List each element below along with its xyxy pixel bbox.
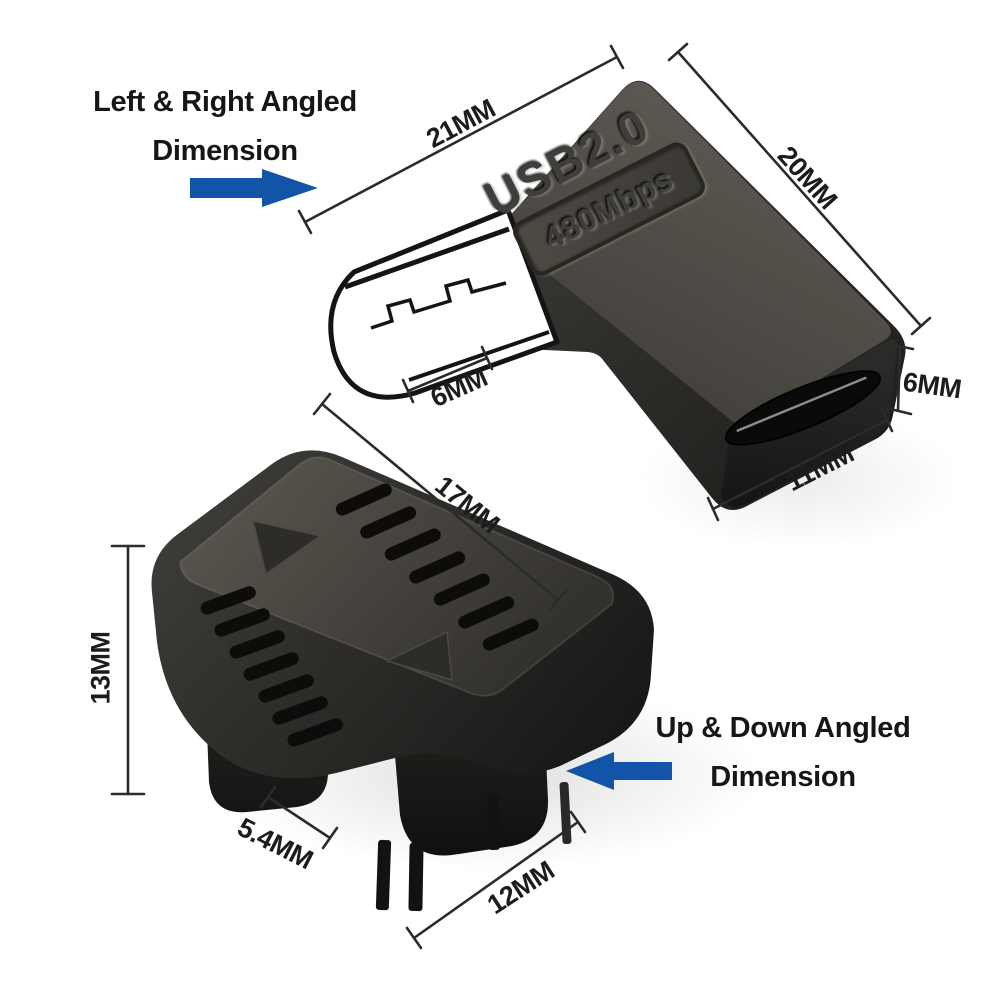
- dim-line-plug-edge-12mm: [405, 810, 587, 950]
- left-right-callout-line1: Left & Right Angled: [93, 86, 357, 118]
- up-down-callout-line2: Dimension: [710, 761, 856, 793]
- dim-line-body-height-13mm: [110, 544, 146, 796]
- micro-usb-plug: [328, 207, 560, 400]
- micro-usb-step-profile: [370, 277, 507, 330]
- dim-label-body-height-13mm: 13MM: [85, 631, 116, 705]
- dim-line-right-edge-20mm: [667, 42, 932, 336]
- grip-grooves-right: [335, 483, 539, 651]
- arrow-right-icon: [190, 169, 318, 207]
- left-right-callout: Left & Right Angled Dimension: [75, 86, 375, 168]
- dim-line-port-height-6mm: [884, 342, 915, 416]
- dimension-lines: [110, 42, 932, 950]
- dim-line-plug-6mm: [401, 345, 494, 404]
- dim-line-port-width-11mm: [706, 407, 894, 522]
- dim-line-leg-gap-5-4mm: [259, 785, 339, 850]
- up-down-callout: Up & Down Angled Dimension: [633, 712, 933, 794]
- dim-line-top-edge-21mm: [297, 44, 625, 235]
- bottom-adapter: [151, 450, 654, 912]
- molded-arrow-triangle: [251, 520, 322, 576]
- left-right-callout-line2: Dimension: [152, 135, 298, 167]
- arrow-left-icon: [566, 752, 672, 790]
- up-down-callout-line1: Up & Down Angled: [655, 712, 911, 744]
- grip-grooves-left: [200, 586, 343, 747]
- usb-c-port: [724, 370, 882, 446]
- top-adapter-top-face: [497, 81, 891, 425]
- molded-arrow-triangle: [384, 630, 453, 682]
- dim-line-top-edge-17mm: [312, 392, 568, 612]
